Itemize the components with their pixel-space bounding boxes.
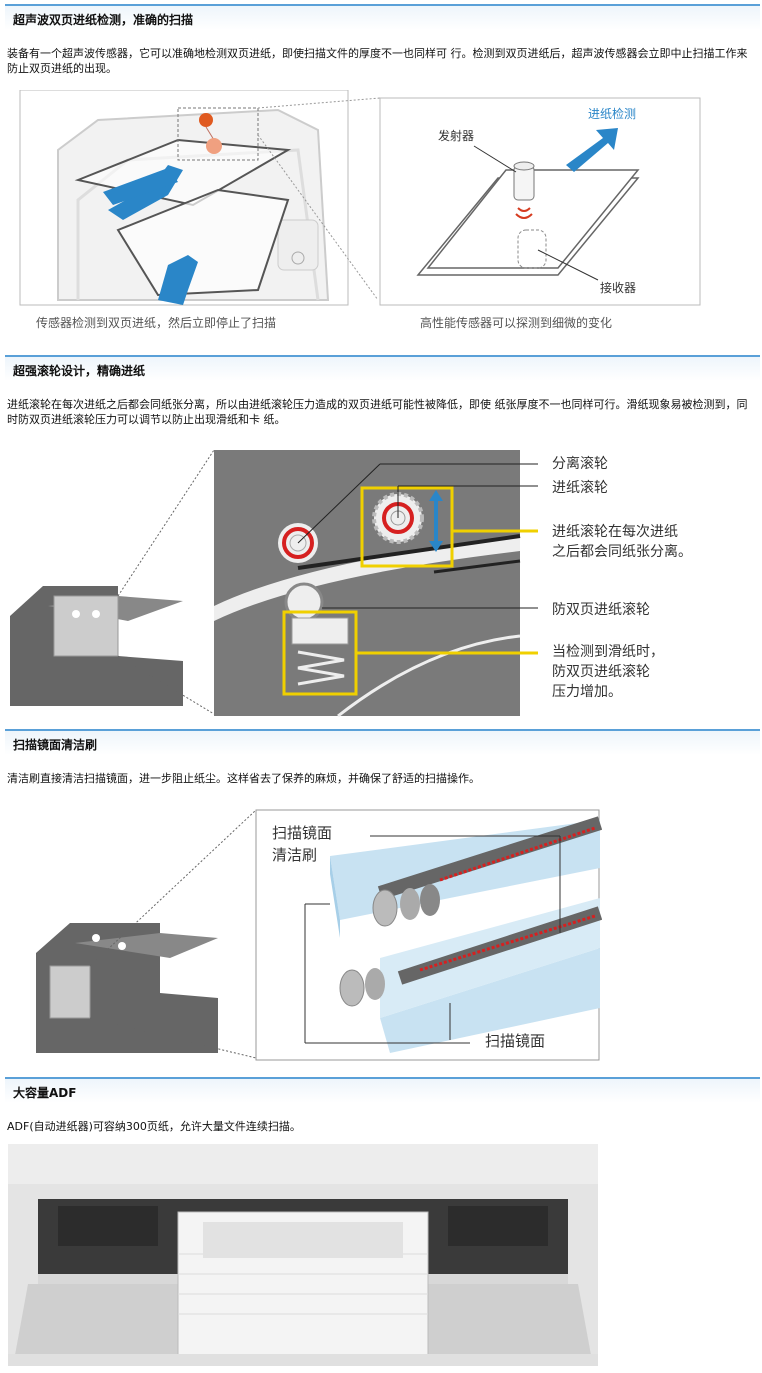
label-brush-line2: 清洁刷 (272, 846, 317, 864)
roller-figure: 分离滚轮 进纸滚轮 进纸滚轮在每次进纸 之后都会同纸张分离。 防双页进纸滚轮 当… (10, 449, 692, 718)
label-separate-roller: 分离滚轮 (552, 455, 608, 472)
section-description: 清洁刷直接清洁扫描镜面，进一步阻止纸尘。这样省去了保养的麻烦，并确保了舒适的扫描… (7, 772, 480, 785)
label-note2-line2: 防双页进纸滚轮 (552, 663, 650, 680)
section-header-adf: 大容量ADF (5, 1077, 760, 1103)
label-anti-double-roller: 防双页进纸滚轮 (552, 601, 650, 618)
label-brush: 扫描镜面 (272, 824, 332, 842)
ultrasonic-figure: 发射器 接收器 进纸检测 传感器检测到双页进纸，然后立即停止了扫描 高性能传感器… (19, 90, 701, 330)
label-receiver: 接收器 (600, 280, 636, 295)
brush-figure: 扫描镜面 清洁刷 扫描镜面 (36, 809, 602, 1061)
section-header-brush: 扫描镜面清洁刷 (5, 729, 760, 755)
label-note1-line2: 之后都会同纸张分离。 (552, 543, 692, 560)
label-feed-detect: 进纸检测 (588, 106, 636, 121)
section-header-ultrasonic: 超声波双页进纸检测，准确的扫描 (5, 4, 760, 30)
section-title: 大容量ADF (13, 1086, 77, 1100)
section-title: 扫描镜面清洁刷 (13, 738, 98, 752)
caption-right: 高性能传感器可以探测到细微的变化 (420, 315, 612, 330)
label-note2: 当检测到滑纸时， (552, 643, 664, 660)
caption-left: 传感器检测到双页进纸，然后立即停止了扫描 (36, 315, 276, 330)
label-feed-roller: 进纸滚轮 (552, 479, 608, 496)
label-note1: 进纸滚轮在每次进纸 (552, 523, 678, 540)
label-mirror: 扫描镜面 (485, 1032, 545, 1050)
section-title: 超声波双页进纸检测，准确的扫描 (13, 13, 194, 27)
label-emitter: 发射器 (438, 128, 474, 143)
label-note2-line3: 压力增加。 (552, 684, 622, 700)
section-description: 进纸滚轮在每次进纸之后都会同纸张分离，所以由进纸滚轮压力造成的双页进纸可能性被降… (7, 398, 748, 426)
section-title: 超强滚轮设计，精确进纸 (13, 364, 146, 378)
adf-photo (8, 1144, 598, 1366)
section-header-roller: 超强滚轮设计，精确进纸 (5, 355, 760, 381)
section-description: 装备有一个超声波传感器，它可以准确地检测双页进纸，即使扫描文件的厚度不一也同样可… (7, 47, 748, 75)
section-description: ADF(自动进纸器)可容纳300页纸，允许大量文件连续扫描。 (7, 1120, 301, 1133)
